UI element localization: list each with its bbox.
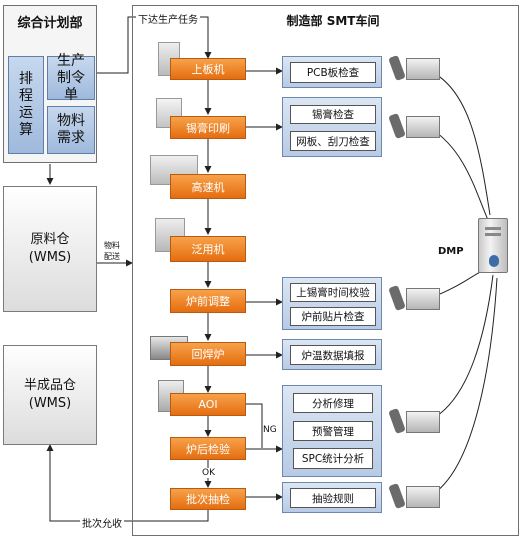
material-delivery-label: 物料 配送 (104, 241, 120, 261)
semi-warehouse-label: 半成品仓 (WMS) (23, 378, 76, 411)
check-group-pre-oven: 上锡膏时间校验 炉前贴片检查 (282, 277, 382, 330)
step-pre-oven-adjust: 炉前调整 (170, 289, 246, 313)
planning-title: 综合计划部 (17, 16, 83, 31)
check-analysis-repair: 分析修理 (293, 393, 373, 413)
smt-workshop-panel: 制造部 SMT车间 (132, 5, 519, 536)
step-multi-function-mounter: 泛用机 (170, 236, 246, 262)
smt-title: 制造部 SMT车间 (286, 14, 380, 28)
issue-task-line (96, 16, 212, 74)
scanner-terminal-icon (388, 52, 442, 84)
ok-label: OK (202, 468, 215, 478)
scanner-terminal-icon (388, 405, 442, 437)
issue-task-label: 下达生产任务 (136, 11, 200, 26)
check-stencil-squeegee: 网板、刮刀检查 (290, 131, 376, 151)
scanner-terminal-icon (388, 110, 442, 142)
check-alert-management: 预警管理 (293, 421, 373, 441)
check-group-printer: 锡膏检查 网板、刮刀检查 (282, 97, 382, 157)
check-group-oven: 炉温数据填报 (282, 339, 382, 370)
step-aoi: AOI (170, 393, 246, 416)
step-solder-printing: 锡膏印刷 (170, 116, 246, 139)
check-pre-oven-placement: 炉前贴片检查 (290, 307, 376, 326)
check-oven-temperature: 炉温数据填报 (290, 345, 376, 365)
scanner-terminal-icon (388, 480, 442, 512)
check-group-loader: PCB板检查 (282, 56, 382, 88)
scheduling-box: 排程运算 (8, 56, 44, 154)
ng-bracket (246, 403, 263, 448)
dmp-server-label: DMP (438, 246, 464, 257)
step-loader: 上板机 (170, 58, 246, 80)
step-high-speed-mounter: 高速机 (170, 174, 246, 199)
step-batch-sampling: 批次抽检 (170, 488, 246, 510)
check-spc-analysis: SPC统计分析 (293, 448, 373, 469)
planning-panel: 综合计划部 排程运算 生产制令单 物料需求 (3, 5, 97, 163)
check-group-sampling: 抽验规则 (282, 482, 382, 513)
step-reflow-oven: 回焊炉 (170, 342, 246, 366)
ng-label: NG (263, 425, 277, 435)
check-solder-paste: 锡膏检查 (290, 105, 376, 124)
scanner-terminal-icon (388, 282, 442, 314)
check-group-post: 分析修理 预警管理 SPC统计分析 (282, 385, 382, 477)
semi-finished-warehouse: 半成品仓 (WMS) (3, 345, 97, 445)
step-post-oven-inspection: 炉后检验 (170, 437, 246, 460)
check-sampling-rules: 抽验规则 (290, 488, 376, 508)
batch-release-line (46, 444, 209, 522)
material-demand-box: 物料需求 (47, 106, 95, 154)
check-pcb: PCB板检查 (290, 62, 376, 83)
raw-material-warehouse: 原料仓 (WMS) (3, 186, 97, 312)
raw-warehouse-label: 原料仓 (WMS) (28, 232, 72, 265)
check-solder-time: 上锡膏时间校验 (290, 283, 376, 302)
production-order-box: 生产制令单 (47, 53, 95, 103)
batch-release-label: 批次允收 (80, 515, 124, 530)
server-icon (478, 218, 508, 273)
